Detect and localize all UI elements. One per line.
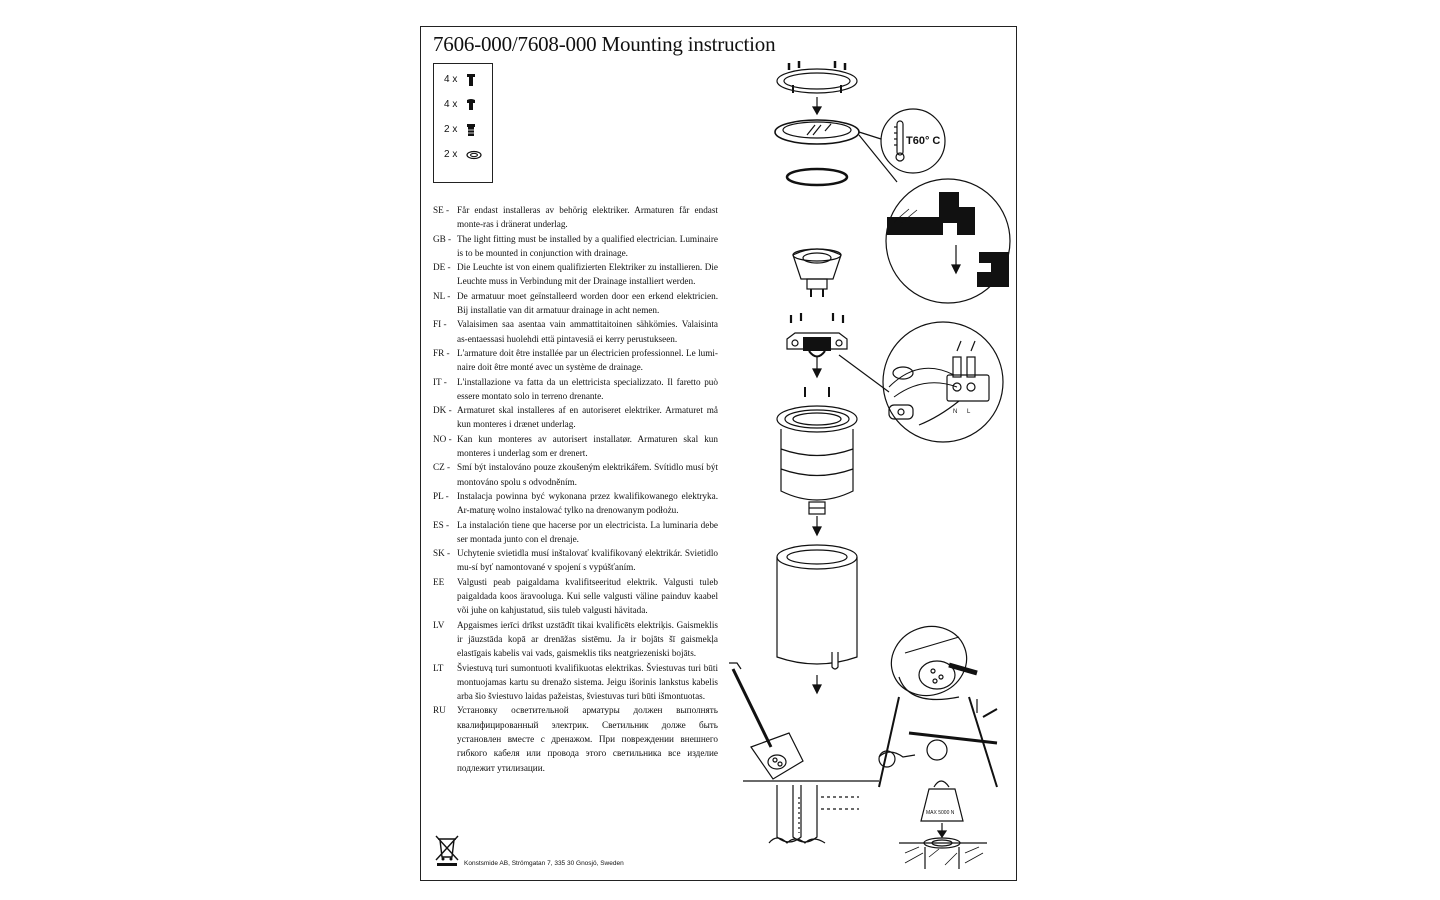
language-code: DK - bbox=[433, 405, 452, 416]
wiring-detail-icon: N L bbox=[882, 321, 1004, 443]
mounting-sleeve-icon bbox=[776, 544, 858, 695]
part-quantity: 2 x bbox=[444, 124, 458, 135]
language-code: LV bbox=[433, 619, 445, 630]
company-address: Konstsmide AB, Strömgatan 7, 335 30 Gnos… bbox=[464, 860, 624, 867]
language-notice: IT - L'installazione va fatta da un elett… bbox=[433, 375, 718, 404]
language-text: L'armature doit être installée par un él… bbox=[457, 347, 718, 373]
language-code: GB - bbox=[433, 233, 452, 244]
language-notice: DE - Die Leuchte ist von einem qualifizie… bbox=[433, 260, 718, 289]
language-text: Smí být instalováno pouze zkoušeným elek… bbox=[457, 462, 718, 487]
language-code: LT bbox=[433, 662, 444, 673]
language-notice: NO - Kan kun monteres av autorisert insta… bbox=[433, 432, 718, 461]
language-notice: EE Valgusti peab paigaldama kvalifitseeri… bbox=[433, 575, 718, 618]
cover-ring-icon bbox=[776, 61, 858, 94]
language-notice: DK - Armaturet skal installeres af en aut… bbox=[433, 403, 718, 432]
page-title: 7606-000/7608-000 Mounting instruction bbox=[433, 32, 776, 56]
language-notice: LT Šviestuvą turi sumontuoti kvalifikuota… bbox=[433, 661, 718, 704]
footer: Konstsmide AB, Strömgatan 7, 335 30 Gnos… bbox=[433, 833, 733, 869]
language-code: EE bbox=[433, 576, 445, 587]
language-text: Instalacja powinna być wykonana przez kw… bbox=[457, 490, 718, 516]
language-code: FR - bbox=[433, 347, 450, 358]
language-code: CZ - bbox=[433, 462, 451, 473]
language-code: IT - bbox=[433, 376, 447, 387]
temperature-label: T60° C bbox=[906, 135, 940, 147]
arrow-down-icon bbox=[811, 97, 823, 116]
weee-bin-icon bbox=[435, 835, 459, 866]
language-code: SE - bbox=[433, 205, 450, 215]
cement-mixer-icon bbox=[878, 625, 998, 788]
terminal-label-l: L bbox=[967, 409, 971, 415]
language-text: Kan kun monteres av autorisert installat… bbox=[457, 433, 718, 459]
language-text: Die Leuchte ist von einem qualifizierten… bbox=[457, 262, 718, 287]
language-text: Får endast installeras av behörig elektr… bbox=[457, 205, 718, 230]
max-load-weight-icon: MAX 5000 N bbox=[920, 780, 964, 839]
language-text: Armaturet skal installeres af en autoris… bbox=[457, 405, 718, 430]
part-quantity: 4 x bbox=[444, 74, 458, 85]
language-notice: GB - The light fitting must be installed … bbox=[433, 232, 718, 261]
shovel-icon bbox=[729, 662, 804, 780]
language-text: Apgaismes ierīci drīkst uzstādīt tikai k… bbox=[457, 619, 718, 659]
language-notice: FR - L'armature doit être installée par u… bbox=[433, 346, 718, 375]
mounting-illustration: T60° C bbox=[729, 61, 1011, 869]
language-code: SK - bbox=[433, 548, 451, 559]
language-notice: NL - De armatuur moet geïnstalleerd worde… bbox=[433, 289, 718, 318]
language-text: Valaisimen saa asentaa vain ammattitaito… bbox=[457, 319, 718, 344]
language-text: The light fitting must be installed by a… bbox=[457, 233, 718, 258]
language-code: FI - bbox=[433, 319, 447, 330]
part-quantity: 4 x bbox=[444, 99, 458, 110]
language-notice: LV Apgaismes ierīci drīkst uzstādīt tikai… bbox=[433, 618, 718, 661]
short-screw-icon bbox=[467, 99, 475, 110]
gasket-ring-icon bbox=[466, 150, 482, 160]
language-text: Uchytenie svietidla musí inštalovať kval… bbox=[457, 548, 718, 573]
language-code: NO - bbox=[433, 433, 452, 444]
language-text: Šviestuvą turi sumontuoti kvalifikuotas … bbox=[457, 662, 718, 702]
language-code: NL - bbox=[433, 290, 451, 301]
gasket-ring-icon bbox=[785, 167, 849, 187]
parts-row: 4 x bbox=[444, 97, 475, 113]
parts-list: 4 x 4 x 2 x 2 x bbox=[433, 63, 493, 183]
language-notice: SE - Får endast installeras av behörig el… bbox=[433, 203, 718, 232]
max-load-label: MAX 5000 N bbox=[926, 810, 955, 816]
cable-gland-icon bbox=[467, 124, 475, 136]
language-text: La instalación tiene que hacerse por un … bbox=[457, 519, 718, 544]
language-notice: CZ - Smí být instalováno pouze zkoušeným … bbox=[433, 460, 718, 489]
language-notice: SK - Uchytenie svietidla musí inštalovať … bbox=[433, 546, 718, 575]
glass-lens-icon bbox=[774, 119, 860, 145]
language-code: ES - bbox=[433, 519, 450, 530]
language-notice: FI - Valaisimen saa asentaa vain ammattit… bbox=[433, 317, 718, 346]
ground-hole-icon bbox=[743, 780, 879, 844]
language-notices: SE - Får endast installeras av behörig el… bbox=[433, 203, 718, 775]
terminal-label-n: N bbox=[953, 409, 957, 415]
luminaire-housing-icon bbox=[776, 387, 858, 537]
led-bulb-icon bbox=[792, 248, 842, 297]
part-quantity: 2 x bbox=[444, 149, 458, 160]
language-text: Valgusti peab paigaldama kvalifitseeritu… bbox=[457, 576, 718, 616]
thermometer-icon: T60° C bbox=[880, 108, 946, 174]
screw-icon bbox=[467, 74, 475, 86]
language-text: De armatuur moet geïnstalleerd worden do… bbox=[457, 290, 718, 316]
installed-ground-icon bbox=[899, 837, 987, 869]
language-notice: RU Установку осветительной арматуры долже… bbox=[433, 703, 718, 774]
language-text: Установку осветительной арматуры должен … bbox=[457, 705, 718, 773]
instruction-sheet: 7606-000/7608-000 Mounting instruction 4… bbox=[420, 26, 1017, 881]
terminal-block-icon bbox=[786, 313, 848, 379]
language-notice: ES - La instalación tiene que hacerse por… bbox=[433, 518, 718, 547]
seal-detail-icon bbox=[885, 178, 1011, 304]
language-code: PL - bbox=[433, 490, 449, 501]
parts-row: 2 x bbox=[444, 122, 475, 138]
language-code: RU bbox=[433, 705, 446, 716]
language-notice: PL - Instalacja powinna być wykonana prze… bbox=[433, 489, 718, 518]
parts-row: 2 x bbox=[444, 147, 482, 163]
parts-row: 4 x bbox=[444, 72, 475, 88]
language-text: L'installazione va fatta da un elettrici… bbox=[457, 376, 718, 401]
language-code: DE - bbox=[433, 262, 451, 273]
